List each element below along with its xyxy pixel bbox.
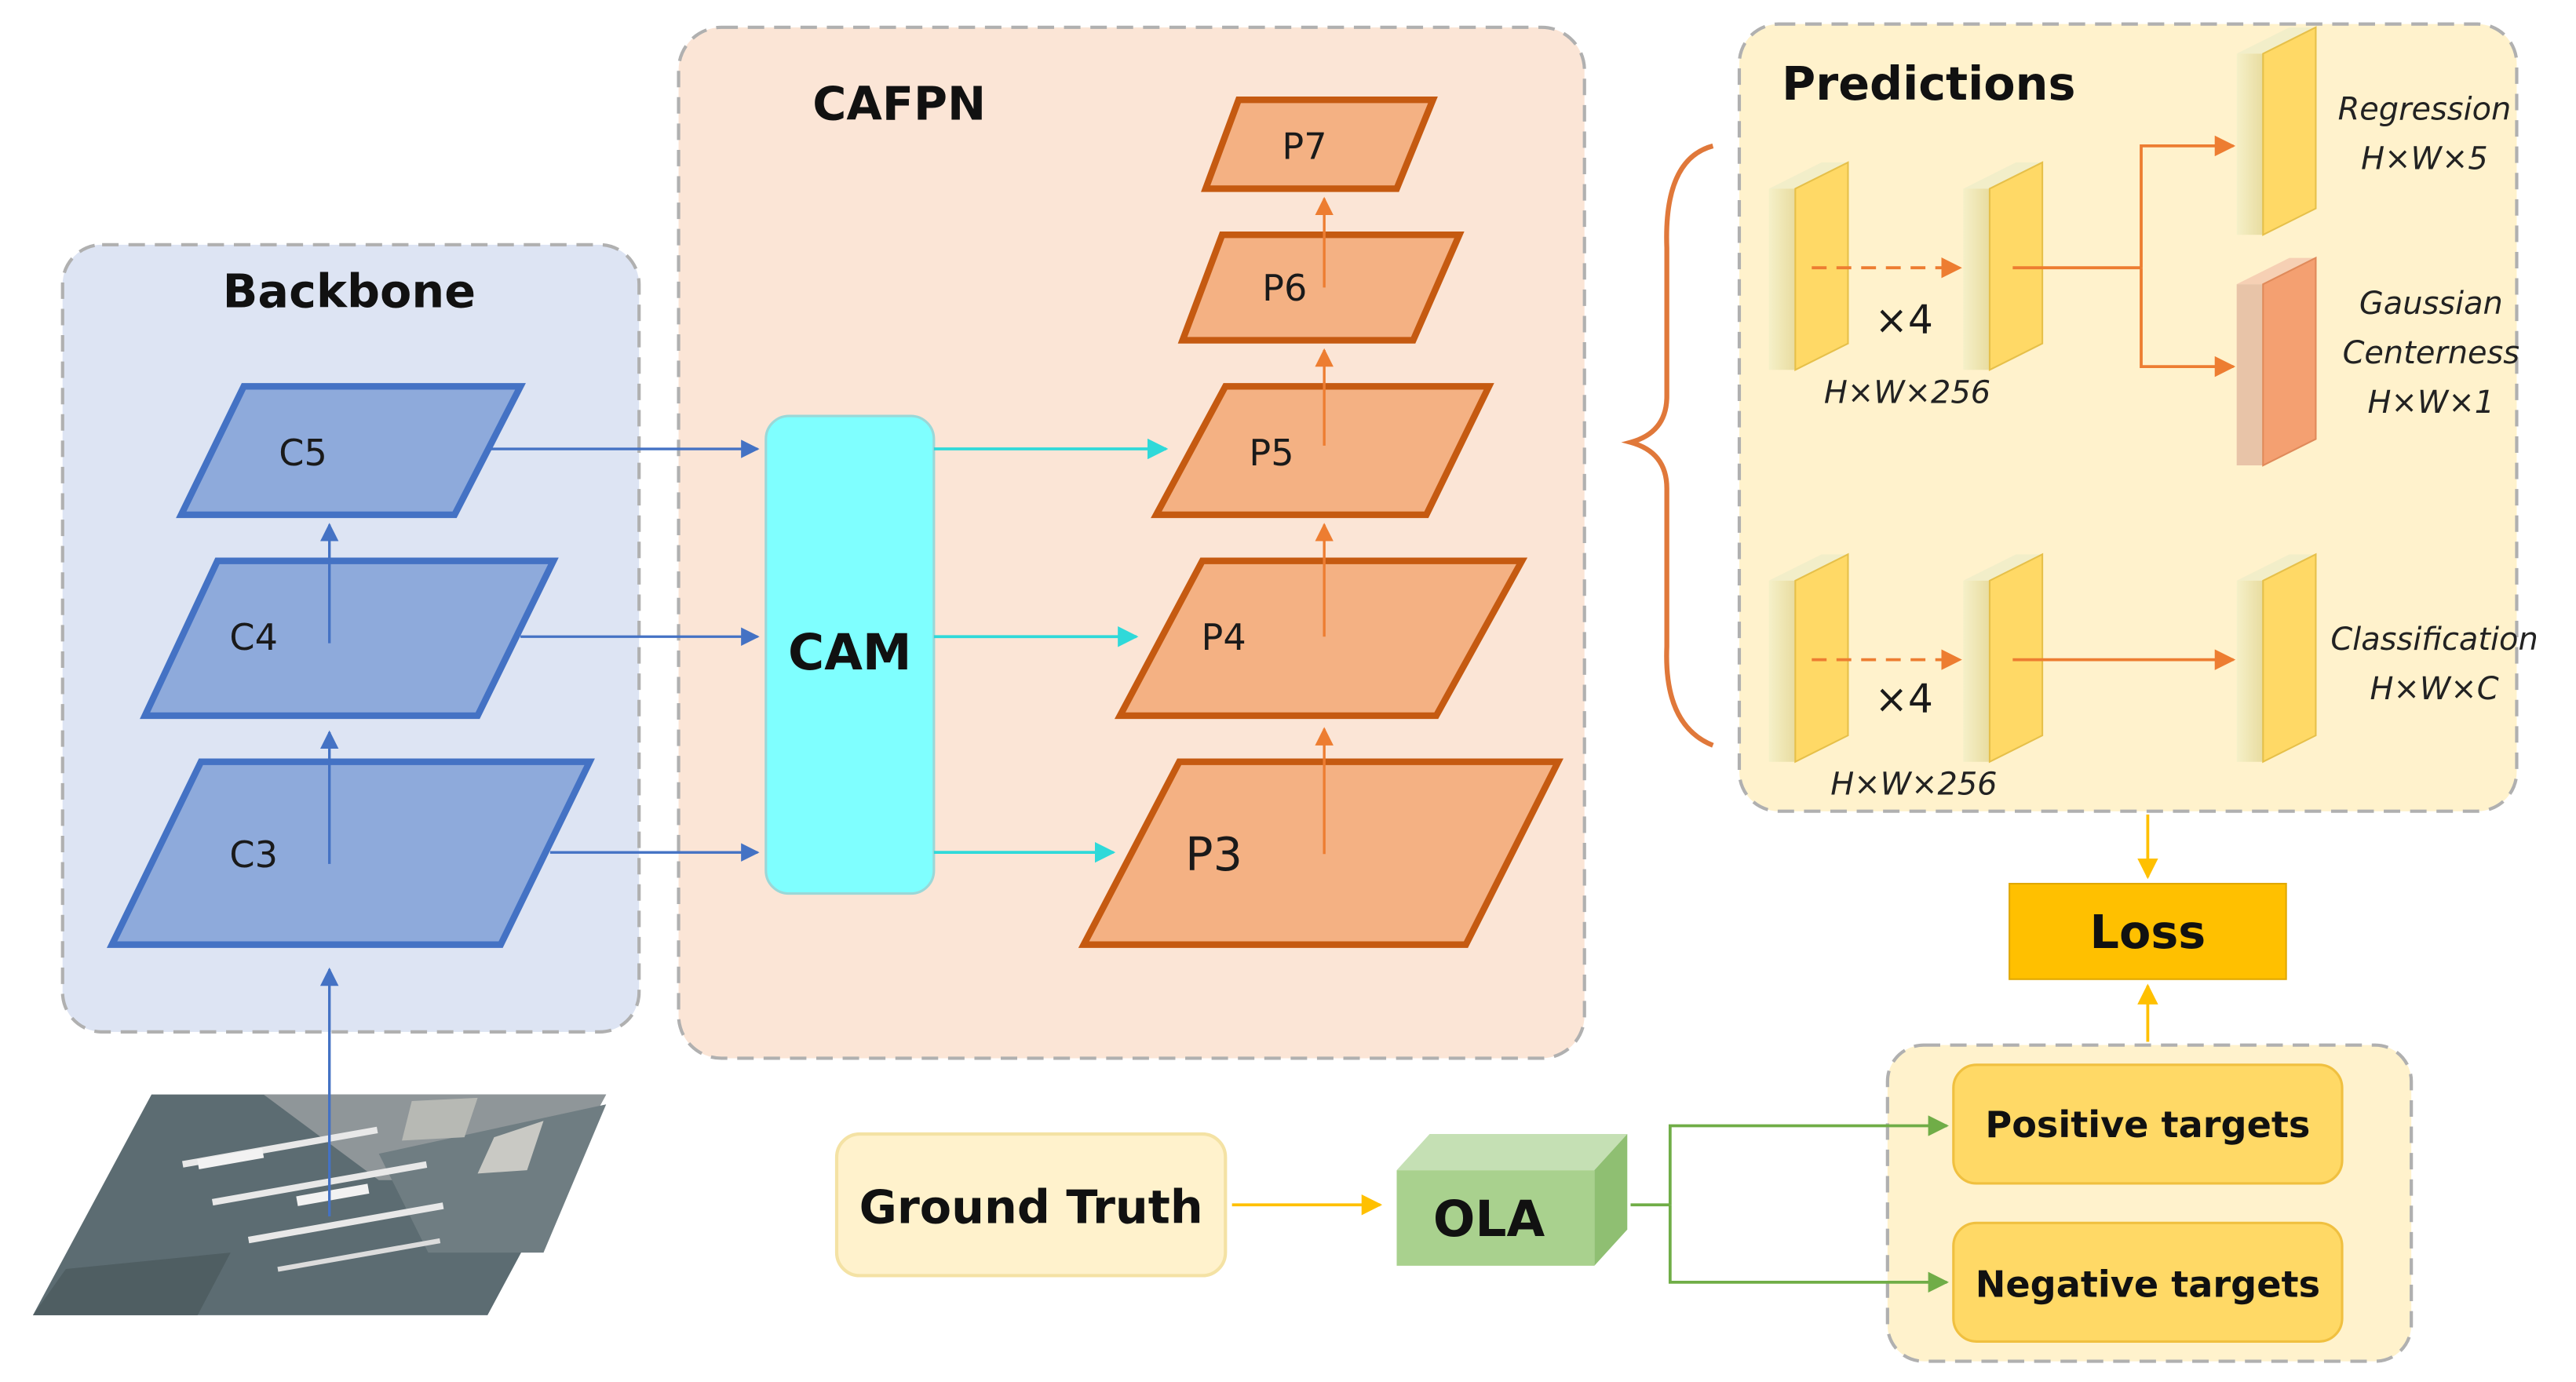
satellite-image (32, 1094, 607, 1315)
predictions-panel (1737, 22, 2519, 813)
negative-targets-label: Negative targets (1976, 1263, 2320, 1306)
c4-feature-map (140, 557, 559, 720)
negative-targets-box (1952, 1221, 2344, 1343)
p7-feature-map (1201, 96, 1438, 192)
p3-feature-map (1078, 758, 1563, 948)
positive-targets-label: Positive targets (1985, 1103, 2310, 1146)
p5-label: P5 (1249, 432, 1293, 474)
p4-label: P4 (1202, 616, 1246, 658)
top-input-feature (1768, 161, 1849, 371)
regression-name: Regression (2338, 91, 2512, 127)
classification-name: Classification (2330, 622, 2538, 658)
bottom-input-feature (1768, 552, 1849, 764)
p7-label: P7 (1282, 126, 1326, 168)
ola-block (1396, 1133, 1628, 1266)
loss-label: Loss (2090, 905, 2206, 959)
ground-truth-label: Ground Truth (859, 1180, 1203, 1234)
p6-label: P6 (1262, 267, 1307, 309)
c3-label: C3 (229, 833, 278, 876)
bottom-repeat-label: ×4 (1875, 676, 1933, 722)
c4-label: C4 (229, 616, 278, 658)
predictions-brace (1621, 143, 1714, 748)
ola-label: OLA (1433, 1191, 1545, 1248)
ola-to-negative-arrow (1668, 1205, 1950, 1293)
predictions-title: Predictions (1782, 57, 2075, 111)
p5-feature-map (1151, 383, 1494, 519)
p3-label: P3 (1185, 827, 1242, 881)
regression-output (2236, 26, 2317, 236)
cam-label: CAM (788, 624, 912, 681)
top-feature-shape: H×W×256 (1824, 374, 1990, 410)
p6-feature-map (1177, 232, 1465, 344)
centerness-output (2236, 256, 2317, 467)
backbone-title: Backbone (223, 264, 476, 319)
cam-module (764, 414, 936, 895)
c5-label: C5 (279, 432, 327, 474)
centerness-name-line2: Centerness (2343, 335, 2519, 371)
c5-feature-map (176, 383, 526, 519)
cafpn-title: CAFPN (812, 76, 986, 130)
to-centerness-arrow (2140, 268, 2236, 377)
c3-feature-map (106, 758, 595, 948)
classification-output (2236, 552, 2317, 764)
positive-targets-box (1952, 1063, 2344, 1185)
top-output-feature (1963, 161, 2044, 371)
ground-truth-box (834, 1132, 1228, 1278)
ola-to-positive-arrow (1668, 1115, 1950, 1205)
to-regression-arrow (2140, 135, 2236, 268)
regression-shape: H×W×5 (2361, 140, 2488, 177)
p4-feature-map (1114, 557, 1528, 720)
classification-shape: H×W×C (2370, 671, 2499, 707)
bottom-feature-shape: H×W×256 (1830, 767, 1997, 803)
centerness-name-line1: Gaussian (2359, 286, 2503, 322)
centerness-shape: H×W×1 (2368, 385, 2495, 421)
loss-box (2009, 882, 2287, 980)
bottom-output-feature (1963, 552, 2044, 764)
top-repeat-label: ×4 (1875, 297, 1933, 343)
